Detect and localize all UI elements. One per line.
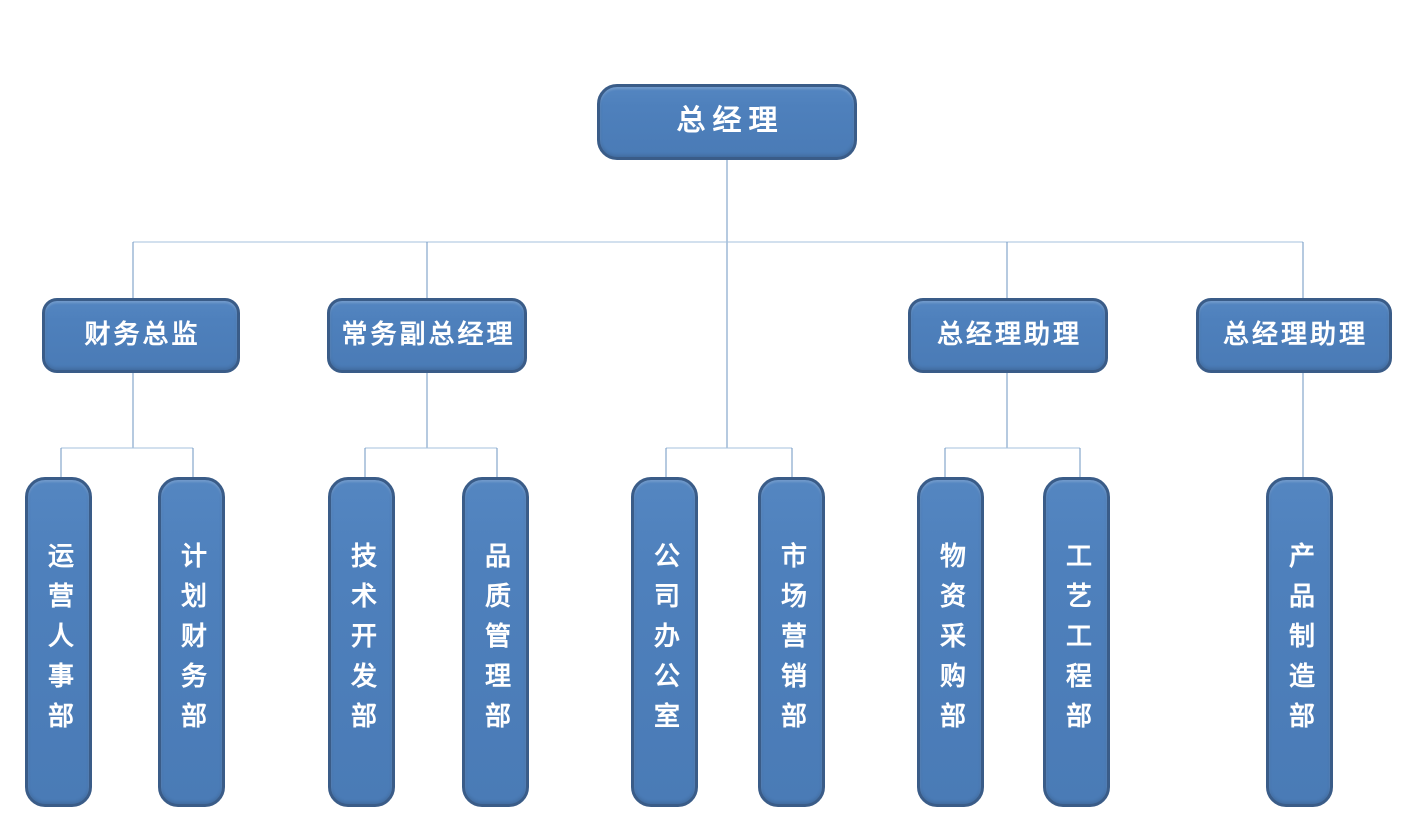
org-node-dept-marketing: 市场营销部 [758,477,825,807]
org-node-label: 总经理助理 [936,320,1082,350]
org-node-dept-product-manufacturing: 产品制造部 [1266,477,1333,807]
org-node-label: 技术开发部 [347,542,377,742]
org-node-label: 工艺工程部 [1062,542,1092,742]
org-node-dept-tech-development: 技术开发部 [328,477,395,807]
org-node-deputy-general-manager: 常务副总经理 [327,298,527,373]
org-node-dept-quality-management: 品质管理部 [462,477,529,807]
org-node-dept-materials-procurement: 物资采购部 [917,477,984,807]
org-node-general-manager: 总经理 [597,84,857,160]
org-node-label: 常务副总经理 [341,320,516,350]
org-node-dept-planning-finance: 计划财务部 [158,477,225,807]
org-node-dept-company-office: 公司办公室 [631,477,698,807]
org-node-label: 产品制造部 [1285,542,1315,742]
org-node-label: 市场营销部 [777,542,807,742]
org-node-label: 总经理助理 [1222,320,1368,350]
org-node-label: 运营人事部 [44,542,74,742]
org-node-finance-director: 财务总监 [42,298,240,373]
org-node-label: 物资采购部 [936,542,966,742]
org-node-label: 品质管理部 [481,542,511,742]
org-node-gm-assistant-1: 总经理助理 [908,298,1108,373]
org-node-label: 总经理 [676,105,785,138]
org-node-label: 公司办公室 [650,542,680,742]
org-node-dept-process-engineering: 工艺工程部 [1043,477,1110,807]
org-node-gm-assistant-2: 总经理助理 [1196,298,1392,373]
org-node-label: 财务总监 [84,320,201,350]
org-node-label: 计划财务部 [177,542,207,742]
org-node-dept-operations-hr: 运营人事部 [25,477,92,807]
